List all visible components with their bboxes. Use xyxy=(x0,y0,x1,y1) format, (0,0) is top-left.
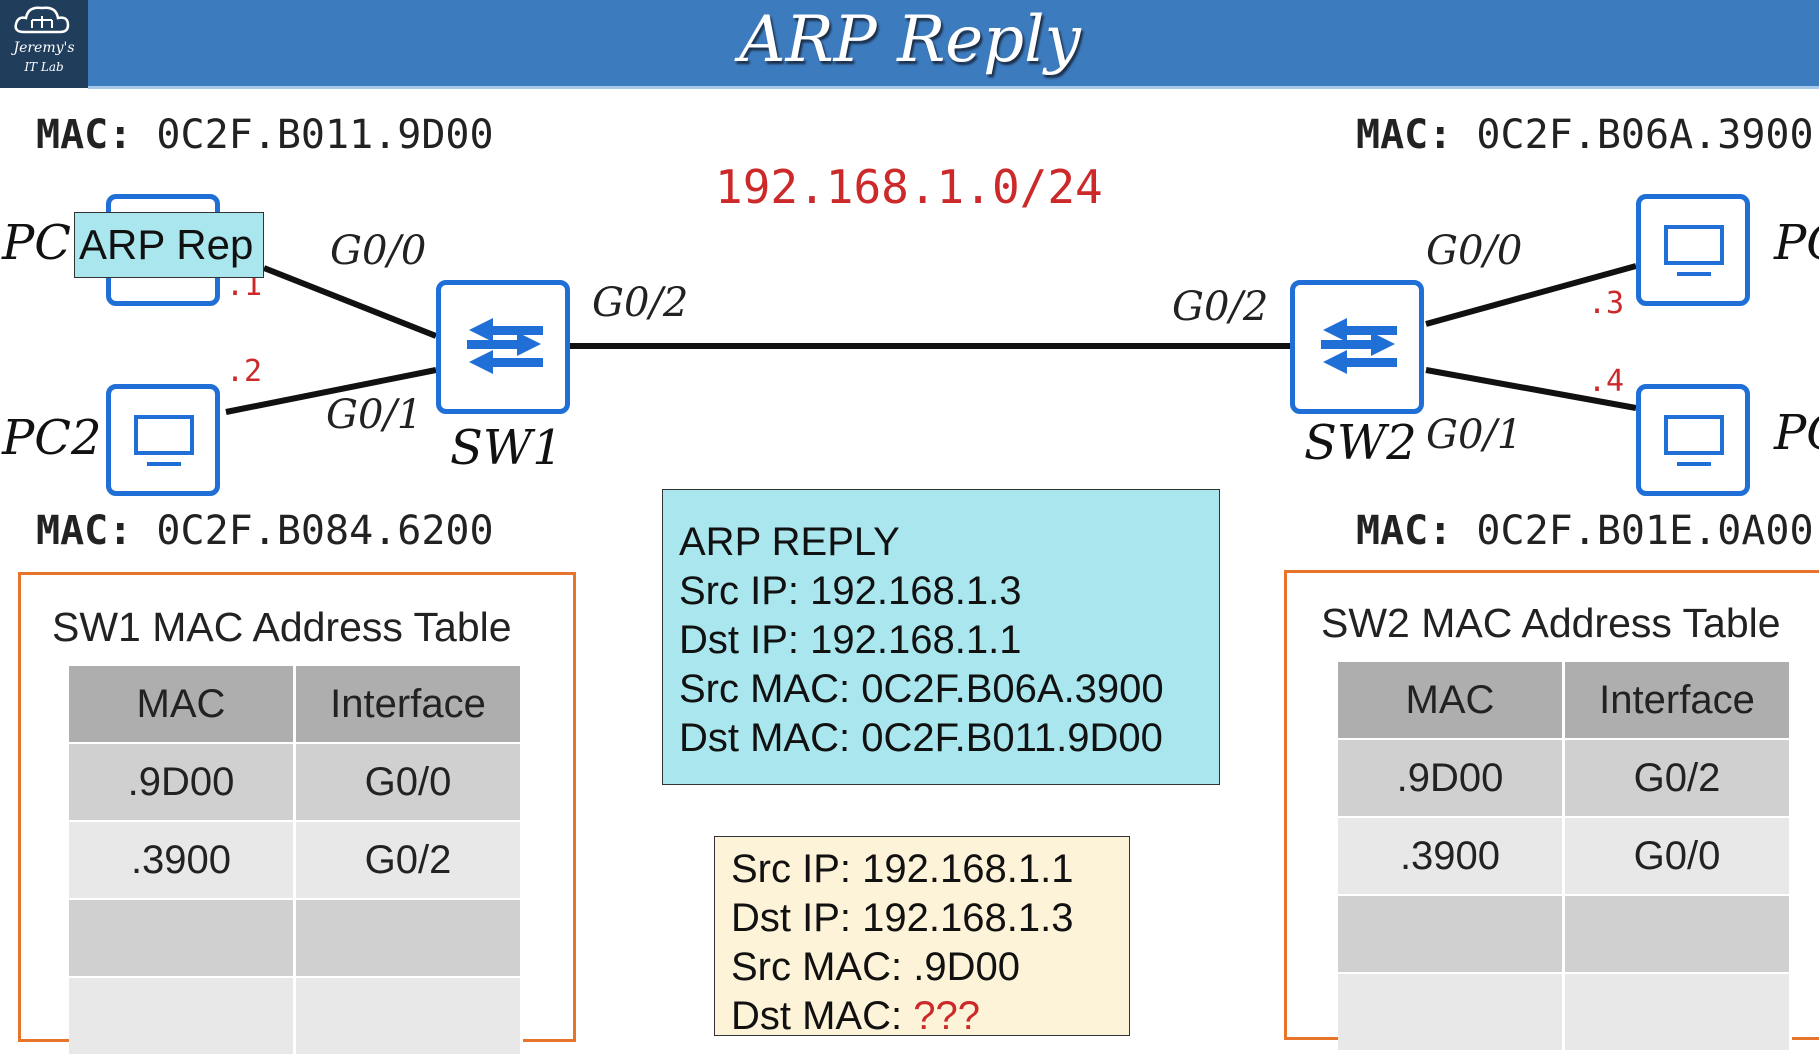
table-row: .9D00 G0/0 xyxy=(69,743,523,822)
link-sw2-pc3 xyxy=(1425,263,1637,327)
pc3-host-id: .3 xyxy=(1588,286,1625,321)
mac-value-pc1: 0C2F.B011.9D00 xyxy=(156,112,494,158)
table-header-mac: MAC xyxy=(69,666,296,744)
mac-value-pc4: 0C2F.B01E.0A00 xyxy=(1476,508,1814,554)
table-row xyxy=(1338,973,1792,1052)
table-cell-interface: G0/2 xyxy=(294,821,523,900)
packet-dst-mac: Dst MAC: ??? xyxy=(731,992,1129,1036)
mac-label-pc1: MAC: 0C2F.B011.9D00 xyxy=(36,112,494,158)
arp-reply-title: ARP REPLY xyxy=(679,520,900,564)
page-title: ARP Reply xyxy=(739,3,1081,77)
sw2-mac-table: MAC Interface .9D00 G0/2 .3900 G0/0 xyxy=(1338,662,1792,1052)
arp-reply-dst-mac: Dst MAC: 0C2F.B011.9D00 xyxy=(679,716,1163,760)
pc4-host-id: .4 xyxy=(1588,364,1625,399)
sw2-label: SW2 xyxy=(1304,415,1417,471)
mac-value-pc3: 0C2F.B06A.3900 xyxy=(1476,112,1814,158)
table-cell-mac: .9D00 xyxy=(69,743,296,822)
logo-line-1: Jeremy's xyxy=(13,40,75,56)
table-cell-interface xyxy=(294,977,523,1056)
pc1-label: PC xyxy=(2,215,72,271)
sw1-g02-label: G0/2 xyxy=(592,280,689,326)
table-header-mac: MAC xyxy=(1338,662,1565,740)
table-row: .3900 G0/0 xyxy=(1338,817,1792,896)
table-cell-mac xyxy=(69,977,296,1056)
table-cell-mac: .3900 xyxy=(1338,817,1565,896)
table-cell-interface: G0/2 xyxy=(1563,739,1792,818)
logo: Jeremy's IT Lab xyxy=(0,0,88,88)
pending-packet-box: Src IP: 192.168.1.1 Dst IP: 192.168.1.3 … xyxy=(714,836,1130,1036)
mac-prefix: MAC: xyxy=(36,508,133,554)
cloud-logo-icon xyxy=(14,6,70,34)
link-sw2-pc4 xyxy=(1425,367,1637,411)
sw2-device[interactable] xyxy=(1290,280,1424,414)
sw1-table-title: SW1 MAC Address Table xyxy=(52,604,512,650)
sw1-device[interactable] xyxy=(436,280,570,414)
table-row xyxy=(69,977,523,1056)
packet-src-mac: Src MAC: .9D00 xyxy=(731,945,1020,989)
header-underline xyxy=(88,86,1819,89)
sw2-table-title: SW2 MAC Address Table xyxy=(1321,600,1781,646)
pc2-label: PC2 xyxy=(2,410,102,466)
table-cell-interface xyxy=(1563,895,1792,974)
table-header-interface: Interface xyxy=(294,666,523,744)
logo-line-2: IT Lab xyxy=(24,60,64,74)
sw1-g01-label: G0/1 xyxy=(326,392,423,438)
table-row: .9D00 G0/2 xyxy=(1338,739,1792,818)
link-pc1-sw1 xyxy=(262,265,438,339)
pc2-host-id: .2 xyxy=(226,354,263,389)
table-header-row: MAC Interface xyxy=(1338,662,1792,740)
network-address: 192.168.1.0/24 xyxy=(715,160,1103,214)
table-row xyxy=(69,899,523,978)
packet-dst-ip: Dst IP: 192.168.1.3 xyxy=(731,896,1074,940)
table-cell-mac: .9D00 xyxy=(1338,739,1565,818)
sw1-label: SW1 xyxy=(450,420,563,476)
arp-reply-box: ARP REPLY Src IP: 192.168.1.3 Dst IP: 19… xyxy=(662,489,1220,785)
sw2-g01-label: G0/1 xyxy=(1426,412,1523,458)
sw2-g02-label: G0/2 xyxy=(1172,284,1269,330)
mac-value-pc2: 0C2F.B084.6200 xyxy=(156,508,494,554)
table-header-row: MAC Interface xyxy=(69,666,523,744)
table-cell-mac xyxy=(69,899,296,978)
sw1-mac-table: MAC Interface .9D00 G0/0 .3900 G0/2 xyxy=(69,666,523,1056)
monitor-icon xyxy=(1664,415,1724,466)
table-cell-interface: G0/0 xyxy=(294,743,523,822)
sw1-g00-label: G0/0 xyxy=(330,228,427,274)
table-row xyxy=(1338,895,1792,974)
mac-prefix: MAC: xyxy=(36,112,133,158)
packet-src-ip: Src IP: 192.168.1.1 xyxy=(731,847,1074,891)
switch-arrows-icon xyxy=(467,318,543,374)
table-cell-mac xyxy=(1338,973,1565,1052)
table-cell-interface: G0/0 xyxy=(1563,817,1792,896)
sw2-g00-label: G0/0 xyxy=(1426,228,1523,274)
table-cell-mac xyxy=(1338,895,1565,974)
packet-dst-mac-value: ??? xyxy=(913,994,980,1036)
network-links xyxy=(225,263,1637,415)
link-pc2-sw1 xyxy=(225,367,437,415)
packet-dst-mac-label: Dst MAC: xyxy=(731,994,914,1036)
mac-label-pc3: MAC: 0C2F.B06A.3900 xyxy=(1356,112,1814,158)
mac-label-pc2: MAC: 0C2F.B084.6200 xyxy=(36,508,494,554)
arp-reply-src-ip: Src IP: 192.168.1.3 xyxy=(679,569,1022,613)
arp-reply-src-mac: Src MAC: 0C2F.B06A.3900 xyxy=(679,667,1164,711)
mac-prefix: MAC: xyxy=(1356,508,1453,554)
pc3-device[interactable] xyxy=(1636,194,1750,306)
switch-arrows-icon xyxy=(1321,318,1397,374)
table-header-interface: Interface xyxy=(1563,662,1792,740)
table-cell-interface xyxy=(294,899,523,978)
header-bar xyxy=(0,0,1819,88)
table-cell-mac: .3900 xyxy=(69,821,296,900)
pc3-label: PC xyxy=(1774,215,1819,271)
pc2-device[interactable] xyxy=(106,384,220,496)
monitor-icon xyxy=(134,415,194,466)
mac-label-pc4: MAC: 0C2F.B01E.0A00 xyxy=(1356,508,1814,554)
arp-reply-dst-ip: Dst IP: 192.168.1.1 xyxy=(679,618,1022,662)
arp-reply-frame: ARP Rep xyxy=(74,212,264,278)
pc4-label: PC xyxy=(1774,405,1819,461)
monitor-icon xyxy=(1664,225,1724,276)
mac-prefix: MAC: xyxy=(1356,112,1453,158)
pc4-device[interactable] xyxy=(1636,384,1750,496)
table-row: .3900 G0/2 xyxy=(69,821,523,900)
table-cell-interface xyxy=(1563,973,1792,1052)
